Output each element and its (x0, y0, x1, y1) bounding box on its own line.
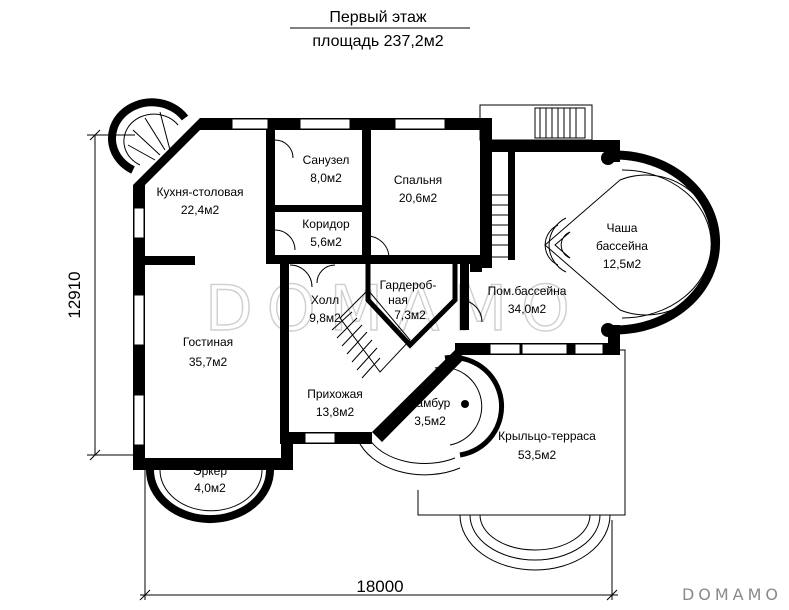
room-pool-name: Пом.бассейна (488, 284, 567, 298)
plan-title: Первый этаж (329, 9, 427, 26)
wardrobe-walls (365, 262, 458, 349)
room-hall-name: Холл (311, 293, 339, 307)
room-terrace-name: Крыльцо-терраса (498, 429, 596, 443)
room-terrace-area: 53,5м2 (518, 448, 557, 462)
dimension-lines (87, 129, 618, 601)
bay-window (146, 469, 274, 524)
vestibule-stair (434, 354, 505, 458)
terrace-outline (357, 349, 626, 571)
room-corridor-area: 5,6м2 (310, 235, 342, 249)
room-kitchen-name: Кухня-столовая (156, 185, 243, 199)
tower-stair (108, 98, 189, 174)
width-dimension: 18000 (356, 577, 403, 596)
room-living-area: 35,7м2 (189, 355, 228, 369)
windows (133, 118, 604, 446)
height-dimension: 12910 (65, 271, 84, 318)
door-swings (274, 139, 483, 323)
room-wardrobe-area: 7,3м2 (394, 308, 426, 322)
room-bedroom-name: Спальня (394, 173, 442, 187)
room-living-name: Гостиная (183, 335, 233, 349)
room-hall-area: 9,8м2 (309, 311, 341, 325)
room-pool-bowl-name-1: Чаша (607, 221, 638, 235)
room-pool-bowl-area: 12,5м2 (603, 257, 642, 271)
room-bathroom-area: 8,0м2 (310, 171, 342, 185)
room-bathroom-name: Санузел (303, 153, 350, 167)
room-wardrobe-name-2: ная (388, 293, 408, 307)
room-bay-area: 4,0м2 (194, 481, 226, 495)
room-bay-name: Эркер (193, 464, 227, 478)
plan-subtitle: площадь 237,2м2 (312, 33, 443, 50)
room-pool-bowl-name-2: бассейна (596, 239, 648, 253)
rear-stair (479, 104, 593, 141)
room-entry-name: Прихожая (307, 387, 363, 401)
room-pool-area: 34,0м2 (508, 302, 547, 316)
room-entry-area: 13,8м2 (316, 405, 355, 419)
hall-stair (331, 194, 513, 379)
watermark: DOMAMO (205, 272, 584, 345)
corner-watermark: DOMAMO (682, 585, 782, 604)
room-vestibule-name: Тамбур (410, 396, 451, 410)
room-wardrobe-name-1: Гардероб- (380, 278, 437, 292)
room-corridor-name: Коридор (302, 217, 350, 231)
room-vestibule-area: 3,5м2 (414, 414, 446, 428)
room-bedroom-area: 20,6м2 (399, 191, 438, 205)
pool-bowl (544, 174, 717, 316)
room-kitchen-area: 22,4м2 (181, 203, 220, 217)
